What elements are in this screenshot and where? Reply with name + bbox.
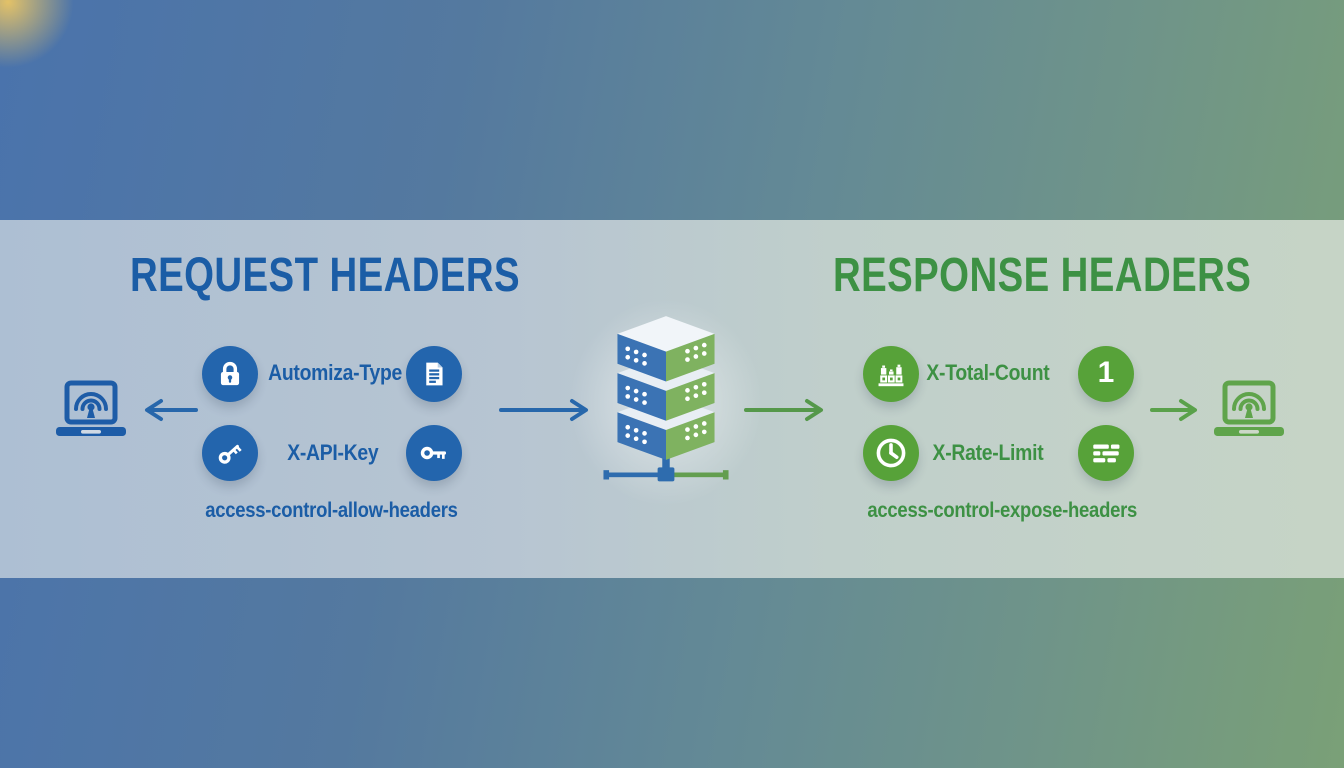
response-headers-title: RESPONSE HEADERS — [833, 249, 1252, 302]
request-headers-title: REQUEST HEADERS — [130, 249, 521, 302]
arrow-server-to-response — [744, 399, 823, 421]
response-row2-label: X-Rate-Limit — [932, 440, 1044, 465]
client-laptop-icon-right — [1214, 380, 1284, 436]
server-stack-icon — [603, 316, 729, 482]
arrow-to-client-right — [1150, 399, 1197, 421]
counter-blocks-icon — [863, 346, 919, 402]
request-row1-label: Automiza-Type — [268, 360, 403, 385]
equalizer-bars-icon — [1078, 425, 1134, 481]
arrow-to-client-left — [145, 399, 198, 421]
response-row1-label: X-Total-Count — [926, 360, 1050, 385]
number-one-badge: 1 — [1078, 346, 1134, 402]
response-footer-label: access-control-expose-headers — [867, 499, 1138, 522]
client-laptop-icon — [56, 380, 126, 436]
document-icon — [406, 346, 462, 402]
key-diagonal-icon — [202, 425, 258, 481]
sun-glow — [0, 0, 90, 80]
arrow-request-to-server — [499, 399, 588, 421]
clock-icon — [863, 425, 919, 481]
lock-icon — [202, 346, 258, 402]
request-row2-label: X-API-Key — [287, 440, 379, 465]
key-horizontal-icon — [406, 425, 462, 481]
request-footer-label: access-control-allow-headers — [204, 499, 458, 522]
